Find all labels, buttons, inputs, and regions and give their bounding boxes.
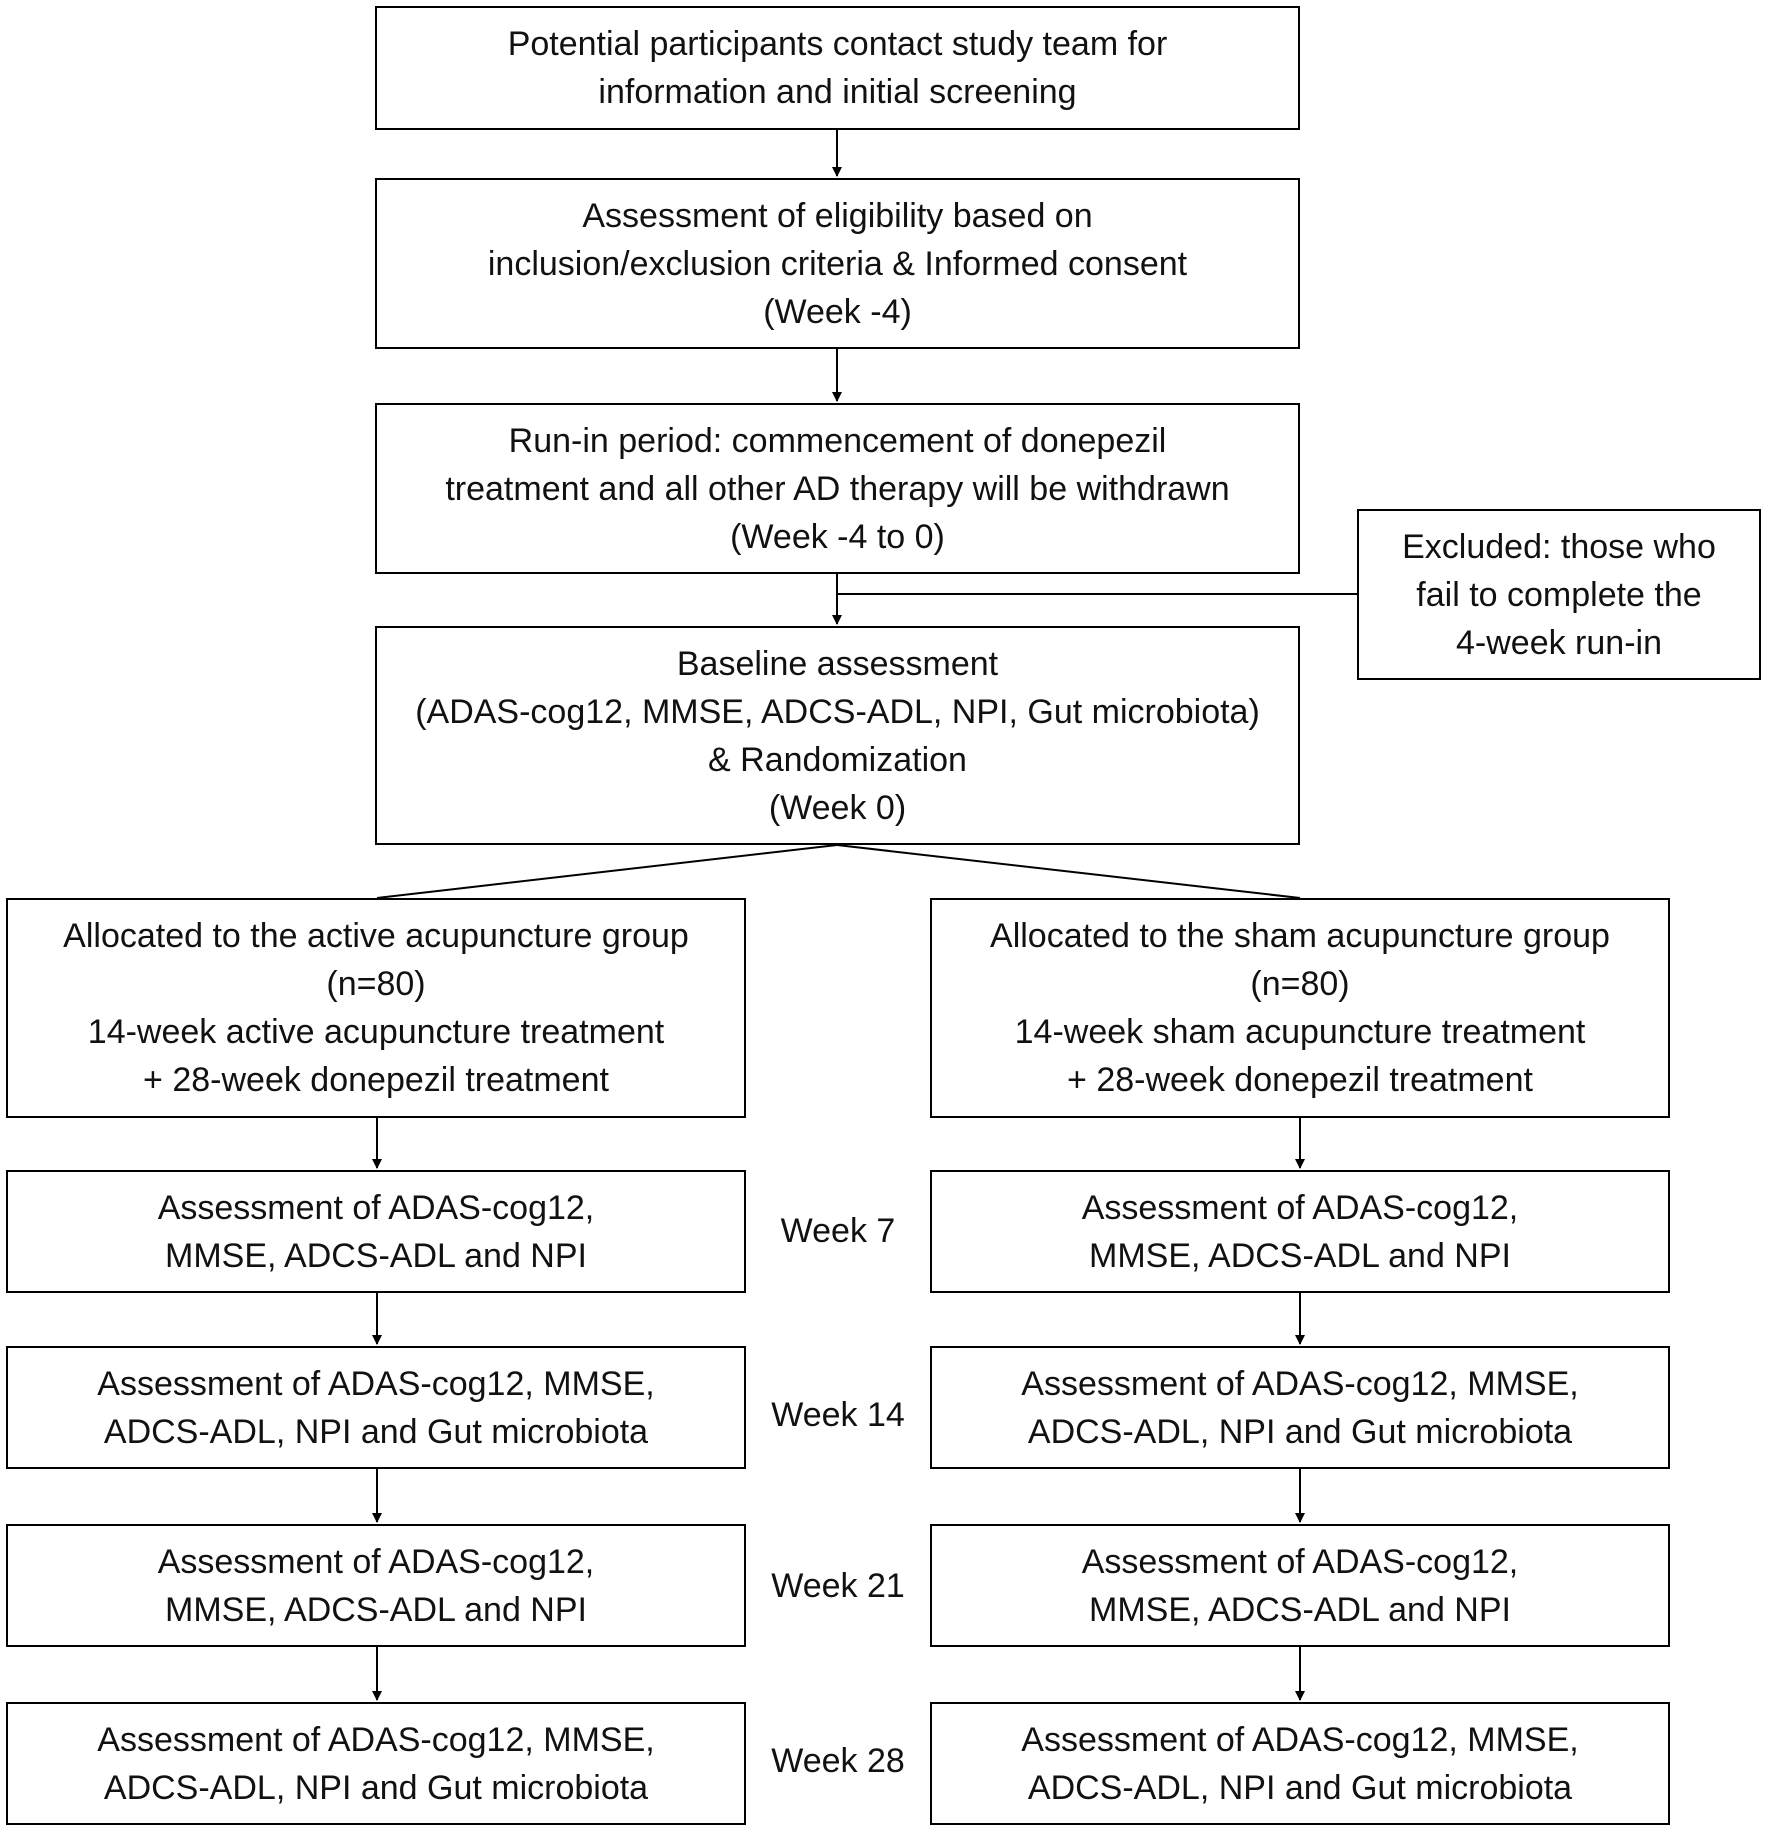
eligibility-step-box: Assessment of eligibility based on inclu… — [375, 178, 1300, 349]
active-week7-line-1: Assessment of ADAS-cog12, — [157, 1188, 595, 1227]
sham-week7-line-1: Assessment of ADAS-cog12, — [1081, 1188, 1519, 1227]
sham-group-line-4: + 28-week donepezil treatment — [1067, 1061, 1533, 1099]
active-week21-line-1: Assessment of ADAS-cog12, — [157, 1542, 595, 1581]
eligibility-line-1: Assessment of eligibility based on — [582, 196, 1093, 235]
sham-week14-line-1: Assessment of ADAS-cog12, MMSE, — [1021, 1364, 1579, 1403]
contact-step-box: Potential participants contact study tea… — [375, 6, 1300, 130]
active-week28-line-2: ADCS-ADL, NPI and Gut microbiota — [103, 1768, 649, 1807]
sham-group-line-1: Allocated to the sham acupuncture group — [990, 917, 1610, 955]
active-week21-box: Assessment of ADAS-cog12, MMSE, ADCS-ADL… — [6, 1524, 746, 1647]
sham-group-line-2: (n=80) — [1250, 965, 1350, 1003]
runin-line-3: (Week -4 to 0) — [730, 517, 945, 556]
active-group-line-3: 14-week active acupuncture treatment — [87, 1013, 665, 1051]
sham-week21-box: Assessment of ADAS-cog12, MMSE, ADCS-ADL… — [930, 1524, 1670, 1647]
active-group-line-4: + 28-week donepezil treatment — [143, 1061, 609, 1099]
sham-group-line-3: 14-week sham acupuncture treatment — [1014, 1013, 1586, 1051]
eligibility-line-3: (Week -4) — [763, 292, 912, 331]
week28-label: Week 28 — [771, 1742, 905, 1780]
week7-label: Week 7 — [780, 1212, 896, 1250]
runin-line-2: treatment and all other AD therapy will … — [445, 469, 1230, 508]
runin-step-box: Run-in period: commencement of donepezil… — [375, 403, 1300, 574]
sham-week7-box: Assessment of ADAS-cog12, MMSE, ADCS-ADL… — [930, 1170, 1670, 1293]
week14-label: Week 14 — [771, 1396, 905, 1434]
active-week21-line-2: MMSE, ADCS-ADL and NPI — [165, 1590, 587, 1629]
excluded-line-2: fail to complete the — [1416, 575, 1702, 614]
sham-week21-line-1: Assessment of ADAS-cog12, — [1081, 1542, 1519, 1581]
active-week7-box: Assessment of ADAS-cog12, MMSE, ADCS-ADL… — [6, 1170, 746, 1293]
sham-group-box: Allocated to the sham acupuncture group … — [930, 898, 1670, 1118]
runin-line-1: Run-in period: commencement of donepezil — [508, 421, 1167, 460]
sham-week28-box: Assessment of ADAS-cog12, MMSE, ADCS-ADL… — [930, 1702, 1670, 1825]
split-line-active — [376, 844, 838, 899]
sham-week14-line-2: ADCS-ADL, NPI and Gut microbiota — [1027, 1412, 1573, 1451]
baseline-line-2: (ADAS-cog12, MMSE, ADCS-ADL, NPI, Gut mi… — [415, 692, 1260, 731]
baseline-step-box: Baseline assessment (ADAS-cog12, MMSE, A… — [375, 626, 1300, 845]
baseline-line-4: (Week 0) — [768, 788, 907, 827]
active-week28-line-1: Assessment of ADAS-cog12, MMSE, — [97, 1720, 655, 1759]
excluded-box: Excluded: those who fail to complete the… — [1357, 509, 1761, 680]
sham-week28-line-1: Assessment of ADAS-cog12, MMSE, — [1021, 1720, 1579, 1759]
split-line-sham — [836, 844, 1301, 899]
baseline-line-3: & Randomization — [708, 740, 967, 779]
contact-line-2: information and initial screening — [598, 73, 1077, 111]
week21-label: Week 21 — [771, 1567, 905, 1605]
active-group-line-1: Allocated to the active acupuncture grou… — [63, 917, 689, 955]
sham-week21-line-2: MMSE, ADCS-ADL and NPI — [1089, 1590, 1511, 1629]
sham-week28-line-2: ADCS-ADL, NPI and Gut microbiota — [1027, 1768, 1573, 1807]
excluded-line-3: 4-week run-in — [1456, 623, 1662, 662]
baseline-line-1: Baseline assessment — [676, 644, 999, 683]
active-group-box: Allocated to the active acupuncture grou… — [6, 898, 746, 1118]
active-week14-box: Assessment of ADAS-cog12, MMSE, ADCS-ADL… — [6, 1346, 746, 1469]
active-week7-line-2: MMSE, ADCS-ADL and NPI — [165, 1236, 587, 1275]
active-week14-line-1: Assessment of ADAS-cog12, MMSE, — [97, 1364, 655, 1403]
sham-week7-line-2: MMSE, ADCS-ADL and NPI — [1089, 1236, 1511, 1275]
eligibility-line-2: inclusion/exclusion criteria & Informed … — [487, 244, 1188, 283]
contact-line-1: Potential participants contact study tea… — [507, 25, 1168, 63]
active-week14-line-2: ADCS-ADL, NPI and Gut microbiota — [103, 1412, 649, 1451]
sham-week14-box: Assessment of ADAS-cog12, MMSE, ADCS-ADL… — [930, 1346, 1670, 1469]
active-group-line-2: (n=80) — [326, 965, 426, 1003]
excluded-line-1: Excluded: those who — [1402, 527, 1716, 566]
active-week28-box: Assessment of ADAS-cog12, MMSE, ADCS-ADL… — [6, 1702, 746, 1825]
